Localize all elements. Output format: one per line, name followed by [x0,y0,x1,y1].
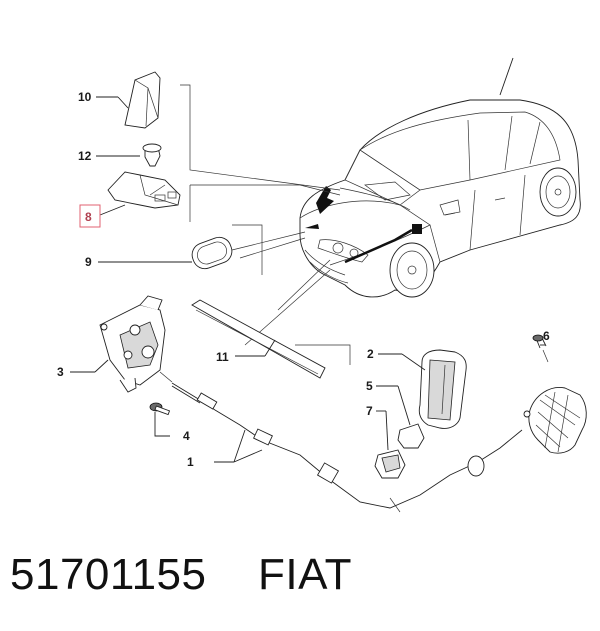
part-3-hood-lock [70,295,173,393]
part-10-bracket [96,71,161,129]
part-6-screw [532,334,549,363]
reference-lines [180,84,351,365]
callout-10: 10 [78,90,92,104]
callout-1: 1 [187,455,194,469]
callout-6: 6 [543,329,550,343]
callout-4: 4 [183,429,190,443]
part-number: 51701155 [10,550,207,599]
part-2-handle [378,349,467,429]
callout-7: 7 [366,404,373,418]
part-11-strip [191,299,326,379]
car-illustration [299,57,581,298]
caption-bar: 51701155 FIAT [0,540,600,620]
callout-12: 12 [78,149,92,163]
callout-9: 9 [85,255,92,269]
part-1-cable [171,382,523,513]
parts-diagram: 10 12 8 9 3 4 1 11 2 5 7 6 [57,57,587,513]
callout-8: 8 [85,210,92,224]
part-9-seal [98,236,233,270]
callout-2: 2 [367,347,374,361]
part-12-clip [96,143,162,167]
callout-labels: 10 12 8 9 3 4 1 11 2 5 7 6 [57,90,550,469]
part-8-bracket [79,171,181,228]
callout-5: 5 [366,379,373,393]
part-7-clip [374,410,406,479]
callout-11: 11 [216,350,229,364]
brand-name: FIAT [258,550,353,599]
release-handle-bracket [523,387,587,454]
callout-3: 3 [57,365,64,379]
part-4-bolt [149,402,171,437]
part-5-clip [376,385,425,449]
